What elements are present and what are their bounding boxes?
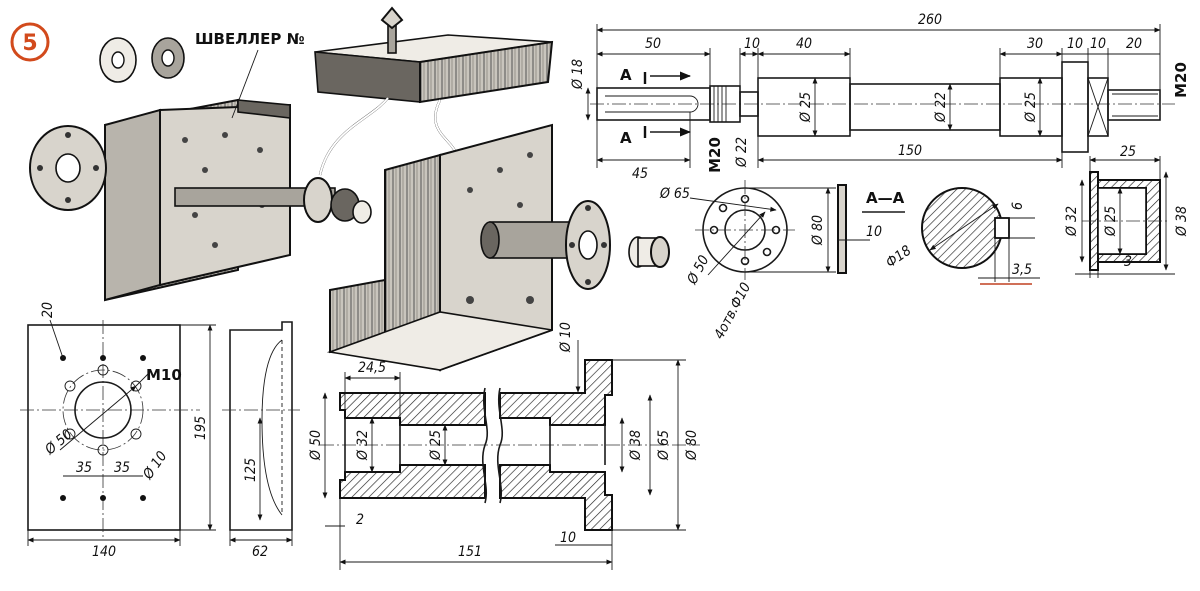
dim-shaft-30: 30 xyxy=(1027,36,1043,52)
dim-bushing-3: 3 xyxy=(1124,254,1132,270)
dim-bushing-d25: Ø 25 xyxy=(1103,206,1119,237)
figure-number: 5 xyxy=(22,31,37,56)
dim-housing-d10: Ø 10 xyxy=(558,322,574,353)
dim-shaft-50: 50 xyxy=(645,36,661,52)
dim-housing-d65: Ø 65 xyxy=(656,430,672,461)
washer-nut-set xyxy=(99,37,185,83)
dim-housing-d50: Ø 50 xyxy=(308,430,324,461)
dim-flange-d65: Ø 65 xyxy=(659,186,690,202)
channel-side-drawing: 125 62 xyxy=(222,321,300,560)
dim-housing-151: 151 xyxy=(458,544,482,560)
dim-plate-140: 140 xyxy=(92,544,116,560)
dim-keyway-6: 6 xyxy=(1010,202,1026,210)
isometric-assembly-center xyxy=(314,6,670,372)
dim-bushing-d38: Ø 38 xyxy=(1174,206,1190,237)
dim-plate-d10: Ø 10 xyxy=(140,449,171,484)
dim-bushing-d32: Ø 32 xyxy=(1064,206,1080,237)
dim-plate-m10: M10 xyxy=(146,366,182,384)
housing-section-drawing: 24,5 Ø 10 Ø 50 Ø 32 Ø 25 Ø 38 Ø 65 Ø 80 … xyxy=(308,322,700,570)
dim-bushing-25: 25 xyxy=(1120,144,1136,160)
dim-plate-195: 195 xyxy=(193,416,209,440)
dim-flange-holes: 4отв.Ф10 xyxy=(711,280,754,342)
dim-shaft-20: 20 xyxy=(1126,36,1142,52)
dim-keyway-d18: Ф18 xyxy=(883,243,914,272)
dim-shaft-total: 260 xyxy=(918,12,942,28)
dim-channel-62: 62 xyxy=(252,544,268,560)
base-plate xyxy=(27,324,181,531)
bushing-section: 25 Ø 32 Ø 25 Ø 38 3 xyxy=(1064,144,1190,278)
dim-shaft-40: 40 xyxy=(796,36,812,52)
dim-flange-d80: Ø 80 xyxy=(810,215,826,246)
dim-flange-d50: Ø 50 xyxy=(684,253,713,288)
dim-housing-d80: Ø 80 xyxy=(684,430,700,461)
dim-shaft-d22-left: Ø 22 xyxy=(734,137,750,168)
dim-shaft-10a: 10 xyxy=(744,36,760,52)
dim-housing-2: 2 xyxy=(356,512,364,528)
dim-housing-d25: Ø 25 xyxy=(428,430,444,461)
dim-channel-125: 125 xyxy=(243,458,259,482)
dim-shaft-150: 150 xyxy=(898,143,922,159)
dim-shaft-10b: 10 xyxy=(1067,36,1083,52)
dim-plate-d50: Ø 50 xyxy=(42,427,76,459)
dim-shaft-m20-right: M20 xyxy=(1172,62,1190,98)
dim-shaft-d25a: Ø 25 xyxy=(798,92,814,123)
figure-badge: 5 xyxy=(10,22,50,62)
dim-housing-d38: Ø 38 xyxy=(628,430,644,461)
section-title: А—А xyxy=(866,189,905,207)
shaft-drawing: А А 260 50 10 40 30 10 10 20 45 150 Ø 18… xyxy=(570,12,1190,182)
base-plate-drawing: 20 M10 Ø 50 35 35 Ø 10 140 195 xyxy=(20,302,216,560)
dim-shaft-m20-left: M20 xyxy=(706,137,724,173)
dim-housing-245: 24,5 xyxy=(358,360,386,376)
dim-keyway-35: 3,5 xyxy=(1012,262,1032,278)
flange-front-view: Ø 65 Ø 50 4отв.Ф10 Ø 80 10 xyxy=(659,180,882,342)
dim-housing-10: 10 xyxy=(560,530,576,546)
dim-housing-d32: Ø 32 xyxy=(355,430,371,461)
dim-plate-35b: 35 xyxy=(114,460,130,476)
section-marker-top: А xyxy=(620,66,632,84)
section-marker-bottom: А xyxy=(620,129,632,147)
isometric-assembly-left xyxy=(29,37,372,302)
channel-label: ШВЕЛЛЕР № xyxy=(195,30,305,48)
dim-shaft-10c: 10 xyxy=(1090,36,1106,52)
dim-shaft-d25b: Ø 25 xyxy=(1023,92,1039,123)
dim-plate-35a: 35 xyxy=(76,460,92,476)
dim-plate-20: 20 xyxy=(40,302,56,318)
section-aa: А—А Ф18 6 3,5 xyxy=(862,187,1040,285)
dim-shaft-d22a: Ø 22 xyxy=(933,92,949,123)
dim-shaft-d18: Ø 18 xyxy=(570,59,586,90)
dim-shaft-45: 45 xyxy=(632,166,648,182)
dim-flange-thickness: 10 xyxy=(866,224,882,240)
